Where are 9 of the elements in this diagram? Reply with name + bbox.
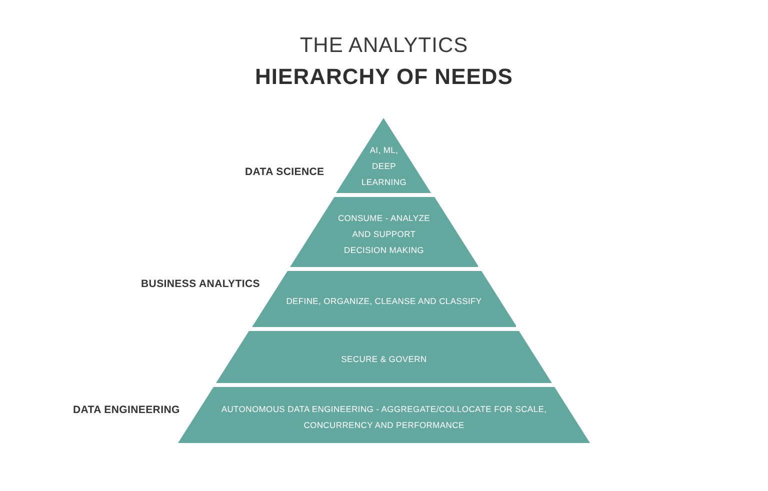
tier-text: AUTONOMOUS DATA ENGINEERING - AGGREGATE/COLLOCATE FOR SCALE, CONCURRENCY AND PERFORMANCE [220,403,548,432]
tier-text: DEFINE, ORGANIZE, CLEANSE AND CLASSIFY [285,295,483,308]
tier-label: DATA ENGINEERING [73,404,180,416]
tier-label: DATA SCIENCE [245,166,324,178]
tier-text: AI, ML, DEEP LEARNING [360,144,407,189]
tier-text: CONSUME - ANALYZE AND SUPPORT DECISION MAKING [336,212,431,257]
tier-label: BUSINESS ANALYTICS [141,278,260,290]
tier-text: SECURE & GOVERN [340,353,428,366]
title: THE ANALYTICS HIERARCHY OF NEEDS [254,33,514,91]
